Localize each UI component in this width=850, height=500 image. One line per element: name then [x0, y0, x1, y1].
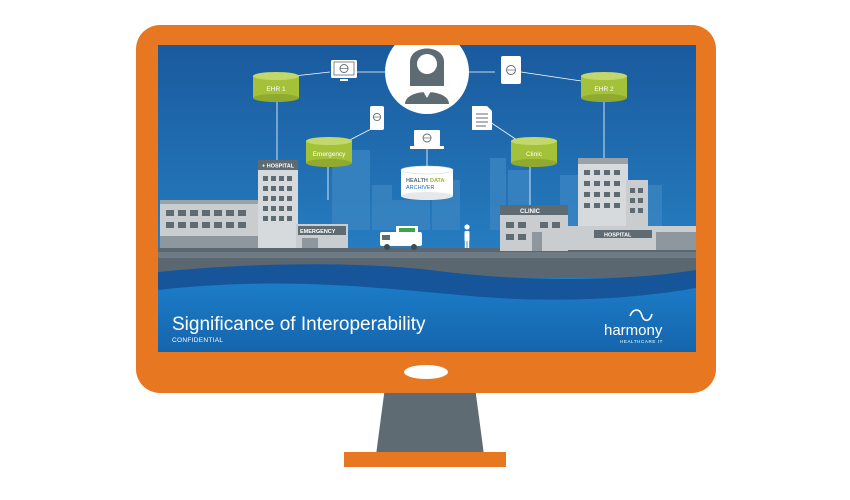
emergency-building: EMERGENCY [296, 224, 348, 248]
ehr1-label: EHR 1 [266, 86, 286, 93]
monitor-icon [331, 60, 357, 81]
brand-tagline: HEALTHCARE IT [620, 339, 663, 344]
database-clinic: Clinic [511, 137, 557, 167]
database-ehr1: EHR 1 [253, 72, 299, 102]
database-ehr2: EHR 2 [581, 72, 627, 102]
document-icon [472, 106, 492, 130]
harmony-logo-icon [629, 309, 653, 322]
connection-lines [275, 71, 605, 205]
database-emergency: Emergency [306, 137, 352, 167]
clinic-sign: CLINIC [520, 209, 541, 215]
phone-icon [370, 106, 384, 130]
laptop-icon [410, 130, 444, 149]
hospital-left-sign: + HOSPITAL [262, 164, 295, 170]
wave-light [158, 283, 696, 352]
ambulance-icon [380, 226, 422, 250]
left-hospital: + HOSPITAL [258, 160, 298, 248]
archiver-archiver: ARCHIVER [406, 185, 434, 191]
emergency-sign: EMERGENCY [300, 229, 336, 235]
slide-title: Significance of Interoperability [172, 314, 426, 335]
left-building [160, 200, 260, 248]
screen: + HOSPITAL EMERGENCY [158, 45, 696, 352]
confidential-label: CONFIDENTIAL [172, 337, 224, 344]
health-data-archiver: HEALTH DATA ARCHIVER [400, 165, 454, 200]
brand-name: harmony [604, 322, 663, 339]
archiver-data: DATA [430, 178, 444, 184]
hospital-right-sign: HOSPITAL [604, 233, 632, 239]
archiver-health: HEALTH [406, 178, 428, 184]
clinic-label: Clinic [526, 151, 543, 158]
clinic-building: CLINIC [500, 205, 568, 251]
monitor-stand [344, 387, 506, 467]
doctor-avatar-icon [385, 45, 469, 114]
ehr2-label: EHR 2 [594, 86, 614, 93]
person-icon [464, 224, 470, 248]
emergency-label: Emergency [313, 151, 347, 158]
right-hospital: HOSPITAL [568, 158, 696, 250]
tablet-icon [501, 56, 521, 84]
